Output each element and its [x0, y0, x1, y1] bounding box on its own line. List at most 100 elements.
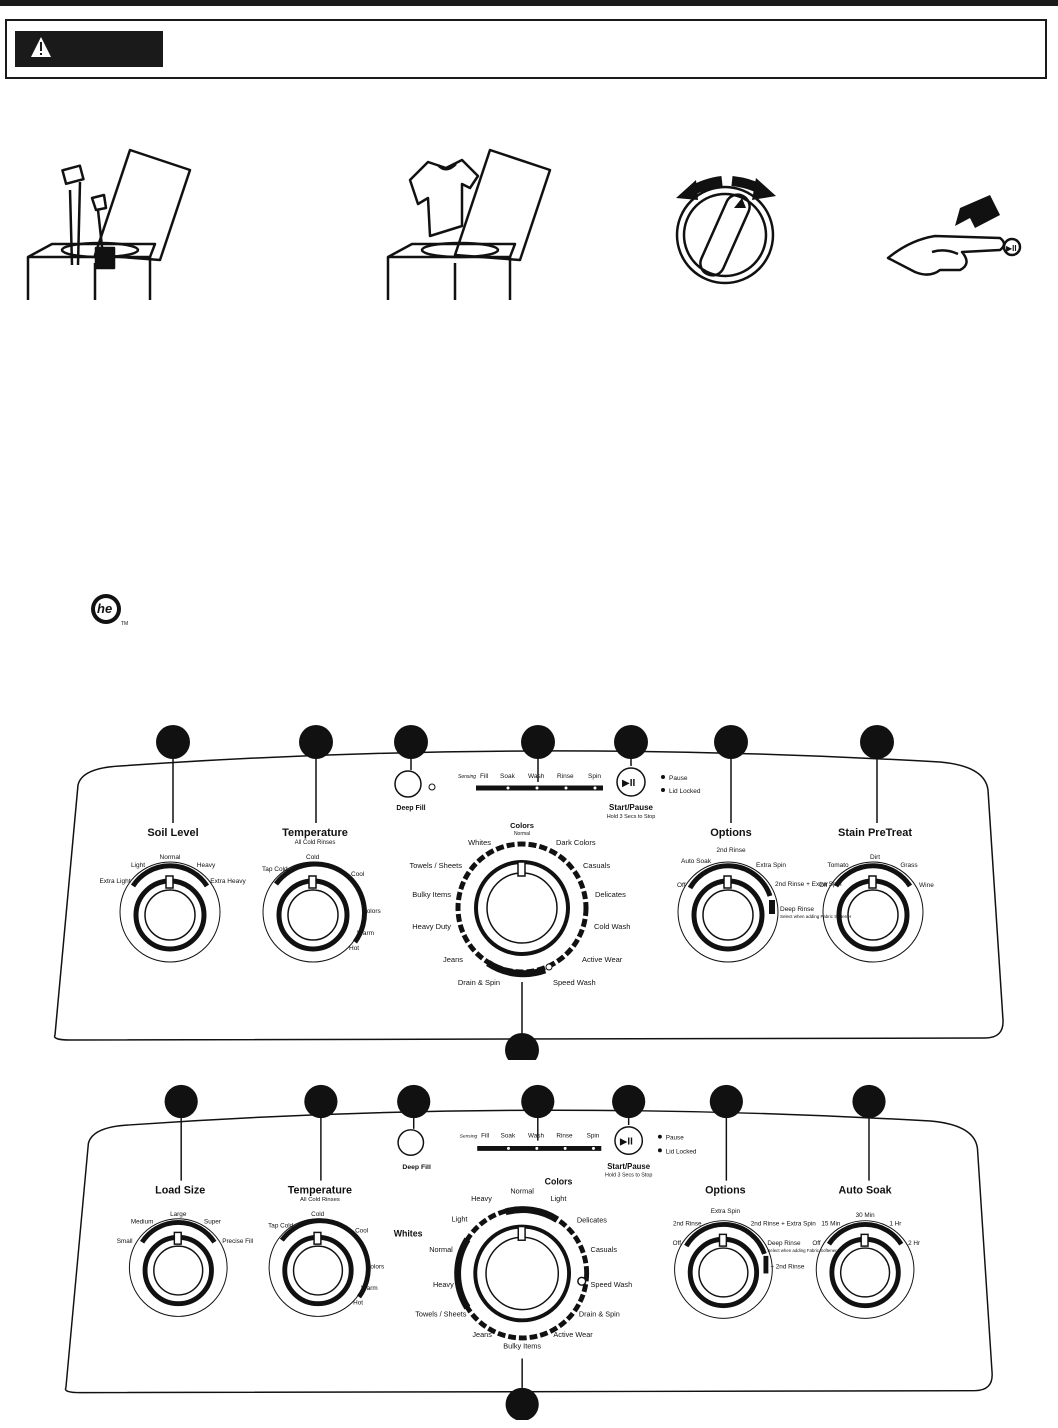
- callout-dot: [860, 725, 894, 759]
- cycle-label: Normal: [514, 831, 530, 837]
- load-size-knob[interactable]: [128, 1218, 228, 1317]
- temp-setting: Hot: [349, 945, 359, 952]
- options-setting: Off: [677, 882, 686, 889]
- stain-setting: Dirt: [870, 854, 880, 861]
- options-setting: 2nd Rinse + Extra Spin: [751, 1221, 817, 1228]
- status-label: Wash: [528, 1133, 544, 1140]
- warning-icon: [31, 37, 51, 57]
- callout-dot: [304, 1084, 338, 1119]
- start-pause-button[interactable]: ▶II: [616, 767, 646, 797]
- deep-fill-button[interactable]: [394, 770, 422, 798]
- soak-setting: 30 Min: [856, 1212, 876, 1219]
- warning-label: [15, 31, 163, 67]
- top-rule: [0, 0, 1058, 6]
- callout-dot: [505, 1387, 539, 1420]
- cycle-label: Casuals: [591, 1245, 618, 1254]
- step-illustrations: ▶II: [26, 148, 1022, 300]
- load-setting: Medium: [131, 1219, 154, 1226]
- cycle-dial[interactable]: [455, 841, 589, 978]
- status-label: Soak: [500, 773, 516, 780]
- temp-setting: Cool: [351, 871, 365, 878]
- temp-setting: Cold: [306, 854, 320, 861]
- temperature-subtitle: All Cold Rinses: [300, 1197, 340, 1203]
- options-setting: Select when adding Fabric Softener: [767, 1248, 837, 1253]
- stain-pretreat-knob[interactable]: [822, 861, 924, 963]
- auto-soak-knob[interactable]: [815, 1220, 915, 1319]
- callout-dot: [614, 725, 648, 759]
- soak-setting: 1 Hr: [889, 1221, 901, 1228]
- options-setting: 2nd Rinse + Extra Spin: [775, 881, 842, 888]
- cycle-label: Heavy: [433, 1280, 454, 1289]
- cycle-label: Cold Wash: [594, 922, 630, 931]
- callout-dot: [521, 725, 555, 759]
- status-label: Rinse: [557, 773, 574, 780]
- soil-setting: Extra Heavy: [210, 878, 246, 885]
- play-pause-icon: ▶II: [622, 778, 635, 789]
- temp-setting: Tap Cold: [262, 866, 288, 873]
- cycle-label: Speed Wash: [553, 978, 596, 987]
- cycle-label: Light: [550, 1194, 566, 1203]
- play-pause-icon: ▶II: [620, 1136, 633, 1147]
- options-setting: Deep Rinse: [780, 906, 814, 913]
- options-knob[interactable]: [677, 861, 779, 963]
- step2-washer-clothes-icon: [386, 148, 552, 300]
- soil-setting: Extra Light: [99, 878, 130, 885]
- options-setting: Extra Spin: [711, 1208, 741, 1215]
- cycle-label: Bulky Items: [503, 1342, 541, 1351]
- status-label: Fill: [480, 773, 489, 780]
- lid-locked-indicator: Lid Locked: [666, 1148, 697, 1155]
- start-pause-sub: Hold 3 Secs to Stop: [605, 1173, 652, 1179]
- status-label: Sensing: [458, 774, 476, 780]
- status-label: Spin: [588, 773, 601, 780]
- cycle-label: Jeans: [472, 1330, 492, 1339]
- callout-dot: [714, 725, 748, 759]
- temperature-title: Temperature: [282, 827, 348, 839]
- options-setting: Select when adding Fabric Softener: [780, 914, 852, 919]
- temperature-knob[interactable]: [268, 1218, 371, 1317]
- cycle-label: Bulky Items: [412, 890, 451, 899]
- cycle-label: Normal: [510, 1186, 534, 1195]
- cycle-label: Active Wear: [582, 955, 623, 964]
- cycle-label: Drain & Spin: [579, 1309, 620, 1318]
- cycle-label: Whites: [468, 838, 491, 847]
- cycle-dial[interactable]: [454, 1206, 590, 1341]
- cycle-label: Towels / Sheets: [409, 861, 462, 870]
- options-setting: Off: [673, 1240, 682, 1247]
- svg-text:he: he: [97, 601, 112, 616]
- temp-setting: Cold: [311, 1211, 325, 1218]
- load-setting: Large: [170, 1211, 187, 1218]
- cycle-label: Active Wear: [553, 1330, 593, 1339]
- warning-box: [5, 19, 1047, 79]
- temperature-knob[interactable]: [262, 861, 367, 963]
- cycle-group-colors: Colors: [545, 1177, 573, 1187]
- cycle-label: Dark Colors: [556, 838, 596, 847]
- load-setting: Super: [204, 1219, 221, 1226]
- options-setting: Auto Soak: [681, 858, 712, 865]
- options-setting: Deep Rinse: [767, 1240, 801, 1247]
- control-panel-1: Soil Level Extra Light Light Normal Heav…: [53, 725, 1004, 1060]
- cycle-label: Delicates: [595, 890, 626, 899]
- stain-setting: Grass: [900, 862, 918, 869]
- soil-setting: Heavy: [197, 862, 216, 869]
- start-pause-button[interactable]: ▶II: [614, 1126, 644, 1155]
- cycle-label: Towels / Sheets: [415, 1309, 467, 1318]
- temperature-title: Temperature: [288, 1184, 352, 1196]
- cycle-group-whites: Whites: [394, 1228, 423, 1238]
- step3-dial-turn-icon: [675, 176, 776, 285]
- status-label: Sensing: [460, 1134, 478, 1140]
- stain-pretreat-title: Stain PreTreat: [838, 827, 912, 839]
- soil-setting: Light: [131, 862, 145, 869]
- options-title: Options: [705, 1184, 746, 1196]
- deep-fill-button[interactable]: [397, 1129, 425, 1156]
- status-label: Soak: [501, 1133, 516, 1140]
- callout-dot: [164, 1084, 198, 1119]
- options-setting: 2nd Rinse: [673, 1221, 702, 1228]
- temp-setting: Warm: [357, 930, 374, 937]
- options-knob[interactable]: [674, 1220, 773, 1319]
- auto-soak-title: Auto Soak: [839, 1184, 892, 1196]
- soak-setting: Off: [812, 1240, 821, 1247]
- lid-locked-indicator: Lid Locked: [669, 788, 701, 795]
- temp-setting: Tap Cold: [268, 1223, 294, 1230]
- load-setting: Precise Fill: [222, 1238, 253, 1245]
- soil-level-knob[interactable]: [119, 861, 221, 963]
